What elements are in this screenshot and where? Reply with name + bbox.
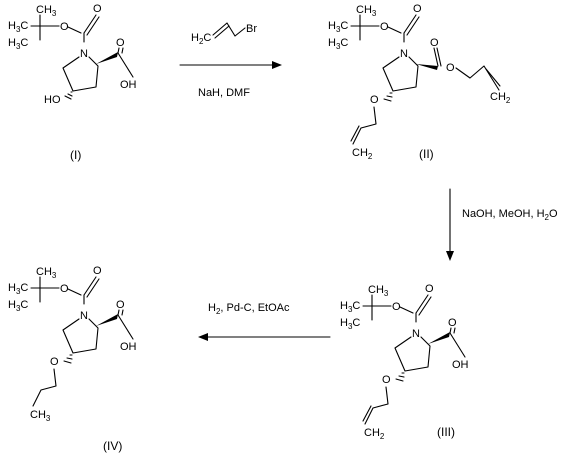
carbamate-ether-o: O [60,21,69,33]
carbamate-ether-o: O [392,301,401,313]
n-atom: N [400,48,408,60]
tbu-h3c-top: H3C [8,20,28,34]
tbu-h3c-bottom: H3C [8,37,28,51]
step-2: NaOH, MeOH, H2O [446,188,558,261]
compound-label-iv: (IV) [103,439,122,453]
step-1: H2C Br NaH, DMF [179,22,282,99]
compound-i: CH3 H3C H3C O O N O OH HO (I) [8,3,137,162]
ether-o: O [50,356,59,368]
acid-oh: OH [452,359,469,371]
tbu-h3c-top: H3C [328,20,348,34]
propyl-ch3: CH3 [30,409,51,423]
tbu-ch3-top: CH3 [36,4,57,18]
carbamate-carbonyl-o: O [93,3,102,15]
n-atom: N [412,328,420,340]
compound-ii: CH3 H3C H3C O O N O O CH2 O CH2 (II) [328,3,511,161]
acid-carbonyl-o: O [116,299,125,311]
allyl-ch2: CH2 [364,427,385,441]
tbu-h3c-bottom: H3C [8,299,28,313]
ether-o: O [370,94,379,106]
ether-o: O [382,374,391,386]
step-3-conditions: H2, Pd-C, EtOAc [208,302,290,316]
compound-label-i: (I) [70,148,81,162]
carbamate-ether-o: O [60,283,69,295]
tbu-ch3-top: CH3 [368,284,389,298]
compound-label-iii: (III) [437,425,455,439]
hash-bond [63,354,73,364]
compound-iv: CH3 H3C H3C O O N O OH O CH3 (IV) [8,265,137,453]
tbu-h3c-top: H3C [340,300,360,314]
ester-carbonyl-o: O [430,37,439,49]
ester-allyl-ch2: CH2 [490,91,511,105]
allyl-bromide: H2C [191,32,211,46]
n-atom: N [80,48,88,60]
hash-bond [395,372,405,382]
carbamate-carbonyl-o: O [93,265,102,277]
acid-carbonyl-o: O [448,317,457,329]
ester-o: O [446,62,455,74]
carbamate-carbonyl-o: O [425,283,434,295]
step-1-conditions: NaH, DMF [198,87,250,99]
n-atom: N [80,310,88,322]
compound-iii: CH3 H3C H3C O O N O OH O CH2 (III) [340,283,469,441]
carbamate-carbonyl-o: O [413,3,422,15]
acid-oh: OH [120,79,137,91]
compound-label-ii: (II) [419,147,434,161]
allyl-ch2: CH2 [352,147,373,161]
ring-ho: HO [44,94,61,106]
tbu-h3c-bottom: H3C [328,37,348,51]
acid-carbonyl-o: O [116,37,125,49]
tbu-h3c-top: H3C [8,282,28,296]
acid-oh: OH [120,341,137,353]
carbamate-ether-o: O [380,21,389,33]
bromine: Br [246,23,257,35]
hash-bond [64,91,73,100]
tbu-ch3-top: CH3 [356,4,377,18]
hash-bond [383,92,393,102]
tbu-h3c-bottom: H3C [340,317,360,331]
step-3: H2, Pd-C, EtOAc [198,302,331,341]
tbu-ch3-top: CH3 [36,266,57,280]
step-2-conditions: NaOH, MeOH, H2O [462,208,558,222]
